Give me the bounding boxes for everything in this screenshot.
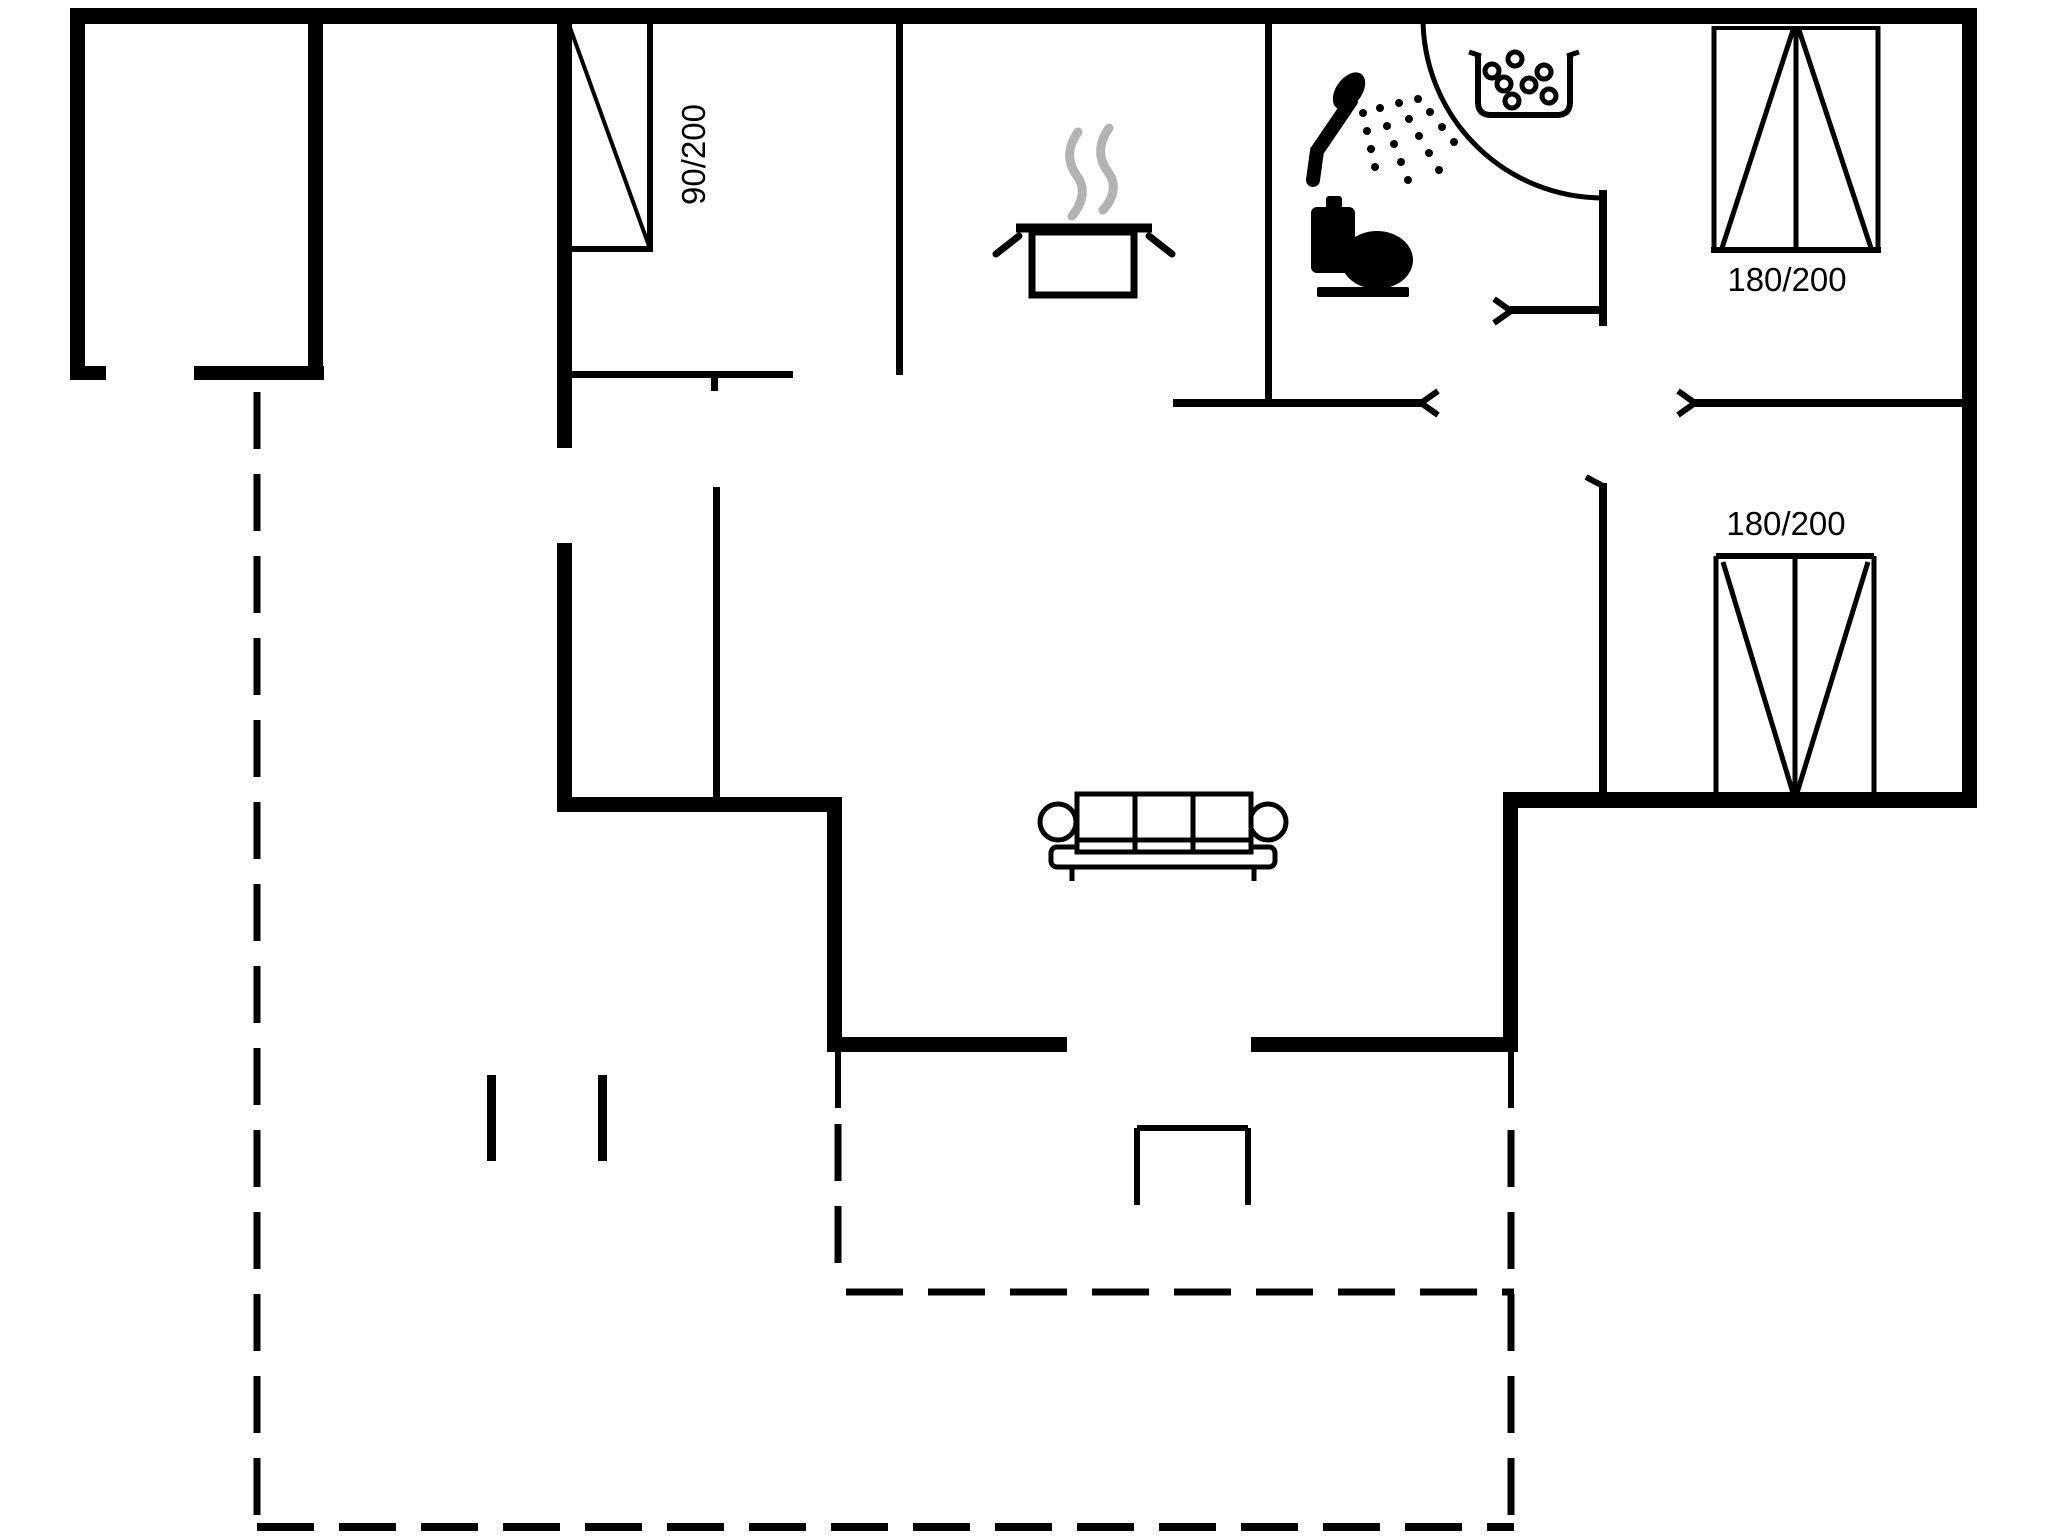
bed-outline-line [1796,29,1874,249]
washbasin-bubbles [1482,49,1559,111]
steam-wisp-left [1065,127,1087,221]
door-opening-chevron-icon [1415,388,1440,418]
pot-handle-left [992,232,1023,258]
washbasin-icon [1468,49,1580,118]
steam-wisp-right [1096,123,1118,215]
bed-outline-line [1720,561,1796,794]
wall-thick-segment [557,543,572,812]
wall-thin-segment [1510,306,1603,314]
wall-thick-segment [557,8,572,448]
wall-thin-segment [1173,399,1423,407]
door-swing-arc-icon [1420,17,1604,201]
toilet-icon [1311,196,1413,297]
wall-thin-segment [896,8,903,375]
wall-thick-segment [1503,792,1977,808]
wall-thick-segment [70,366,106,380]
door-opening-chevron-icon [1676,388,1701,418]
pot-body [1028,228,1138,299]
sofa-cushion [1074,791,1138,855]
sofa-armrest-left [1037,801,1079,843]
washbasin-flare-left [1468,49,1482,59]
wall-thin-segment [713,487,720,805]
wall-thin-segment [1599,483,1607,800]
bed-outline-line [1719,29,1796,249]
wall-thick-segment [557,797,842,812]
bed-double-top-size-label: 180/200 [1727,261,1846,298]
wall-thick-segment [827,797,842,1052]
wall-thin-segment [565,371,793,378]
sofa-cushion [1132,791,1196,855]
sofa-icon [1037,791,1289,881]
terrace-post-mark [598,1075,607,1161]
boundary-line [1584,474,1605,489]
wall-thick-segment [194,366,324,380]
wall-thin-segment [711,378,718,391]
shower-spray-dots [1359,95,1458,184]
toilet-bowl [1341,231,1413,289]
bed-single-size-label: 90/200 [675,104,712,205]
shower-head [1332,72,1366,110]
sofa-cushion [1190,791,1254,855]
walls-layer [70,8,1977,1531]
wall-thin-segment [1693,399,1963,407]
shower-handle [1306,94,1358,187]
bed-outline-line [566,21,651,247]
pot-handle-right [1145,232,1176,258]
wall-thick-segment [1251,1037,1518,1052]
wall-thick-segment [308,8,323,380]
wall-thick-segment [827,1037,1067,1052]
door-opening-chevron-icon [1492,296,1517,326]
terrace-post-mark [487,1075,496,1161]
wall-thin-segment [1599,190,1607,326]
toilet-base [1317,287,1409,297]
bed-double-mid-size-label: 180/200 [1726,505,1845,542]
bed-outline-line [1794,561,1871,794]
wall-thick-segment [1503,795,1518,1052]
wall-thin-segment [1265,8,1272,405]
sofa-armrest-right [1247,801,1289,843]
shower-icon [1306,72,1458,187]
stove-pot-icon [992,123,1176,299]
wall-thick-segment [1962,8,1977,808]
toilet-flush-button [1326,196,1342,210]
wall-thick-segment [70,8,1977,24]
washbasin-tub [1475,55,1573,118]
wall-thick-segment [70,8,85,380]
washbasin-flare-right [1566,49,1580,59]
